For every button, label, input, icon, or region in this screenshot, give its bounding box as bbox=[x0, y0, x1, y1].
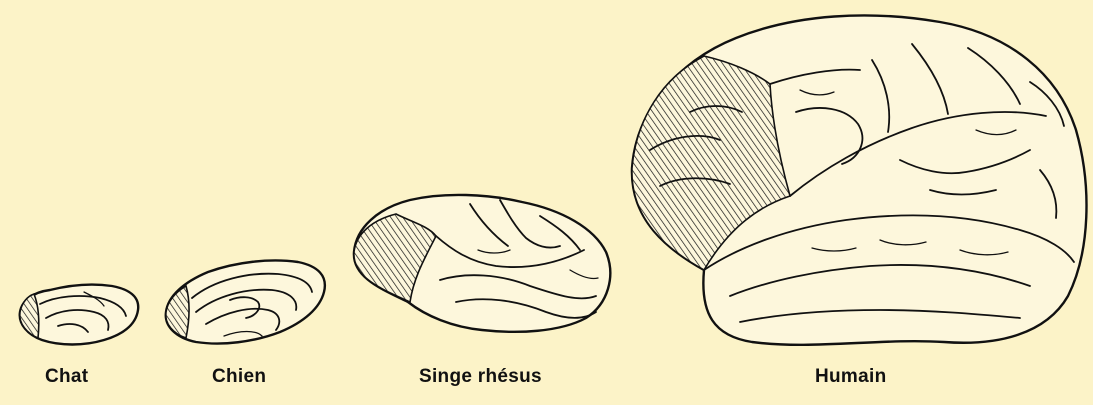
label-dog: Chien bbox=[212, 366, 266, 388]
label-cat: Chat bbox=[45, 366, 88, 388]
human-brain bbox=[632, 15, 1087, 344]
label-rhesus: Singe rhésus bbox=[419, 366, 542, 388]
rhesus-brain bbox=[354, 195, 610, 332]
dog-brain bbox=[166, 260, 325, 343]
label-human: Humain bbox=[815, 366, 886, 388]
cat-brain bbox=[20, 285, 138, 345]
